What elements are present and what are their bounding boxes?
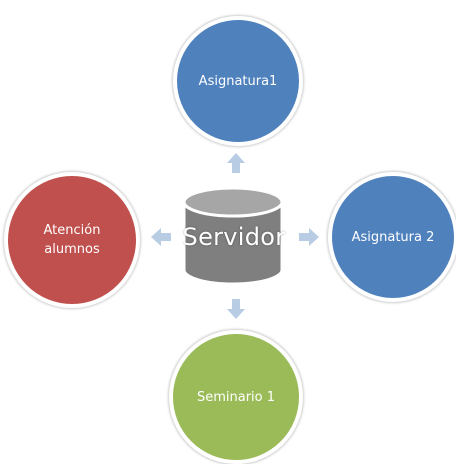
arrow-left-icon	[151, 228, 171, 246]
server-label: Servidor	[182, 223, 286, 251]
node-label: Asignatura1	[198, 73, 278, 89]
arrow-down-icon	[227, 299, 245, 319]
node-label: Seminario 1	[196, 389, 276, 405]
arrow-right-icon	[299, 228, 319, 246]
node-label: Asignatura 2	[351, 229, 435, 245]
node-label-line1: Atención	[43, 223, 101, 238]
node-asignatura-2: Asignatura 2	[328, 172, 456, 302]
database-cylinder-icon	[182, 186, 284, 286]
node-label: Atención alumnos	[36, 221, 109, 259]
node-label-line2: alumnos	[44, 242, 100, 257]
node-atencion-alumnos: Atención alumnos	[4, 172, 140, 308]
arrow-up-icon	[227, 153, 245, 173]
node-seminario-1: Seminario 1	[169, 330, 303, 464]
node-asignatura1: Asignatura1	[173, 16, 303, 146]
